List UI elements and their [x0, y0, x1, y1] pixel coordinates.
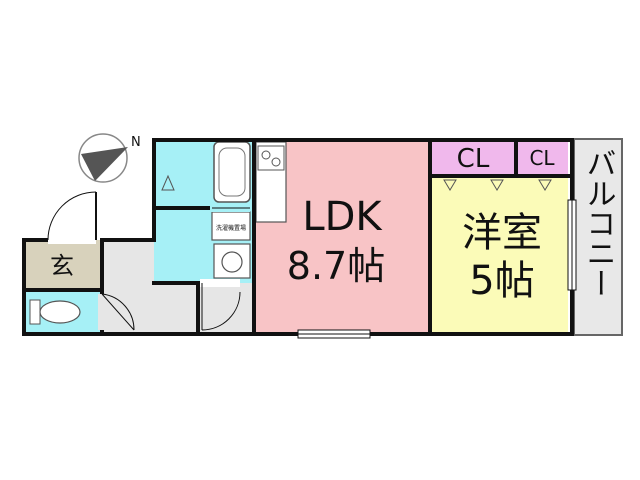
balcony — [573, 138, 623, 336]
hall-door-swing — [201, 283, 241, 331]
ldk-label: LDK — [302, 194, 383, 240]
burner-1 — [261, 150, 271, 160]
closet-1 — [430, 140, 516, 176]
toilet-door-swing — [101, 293, 135, 331]
fridge-marker — [161, 174, 175, 191]
western-room-label: 洋室 — [462, 210, 542, 256]
compass: N — [78, 133, 141, 183]
entrance-label: 玄 — [50, 252, 74, 280]
washer-label: 洗濯機置場 — [216, 224, 246, 232]
western-room — [430, 176, 568, 334]
closet-markers — [443, 179, 552, 191]
hall-door-gap — [200, 279, 240, 287]
toilet-tank — [29, 299, 41, 325]
hall — [198, 283, 254, 334]
entrance-door-swing — [47, 191, 97, 241]
compass-north-label: N — [131, 135, 141, 150]
entrance-door-gap — [48, 236, 96, 244]
burner-2 — [271, 157, 281, 167]
walls — [22, 138, 574, 336]
washer-space — [211, 211, 251, 241]
closet-2 — [516, 140, 568, 176]
toilet-bowl — [39, 300, 81, 324]
bathtub-inner — [218, 147, 246, 197]
compass-needle — [81, 147, 128, 181]
wash-basin — [213, 243, 251, 279]
toilet-door-gap — [98, 294, 106, 330]
entrance — [24, 240, 102, 290]
stove — [257, 145, 285, 171]
balcony-label: バルコニー — [581, 148, 616, 298]
basin-bowl — [221, 251, 243, 273]
closet-2-label: CL — [529, 146, 555, 170]
ldk-size-label: 8.7帖 — [287, 244, 385, 288]
closet-1-label: CL — [457, 144, 490, 174]
western-room-size-label: 5帖 — [469, 258, 534, 304]
